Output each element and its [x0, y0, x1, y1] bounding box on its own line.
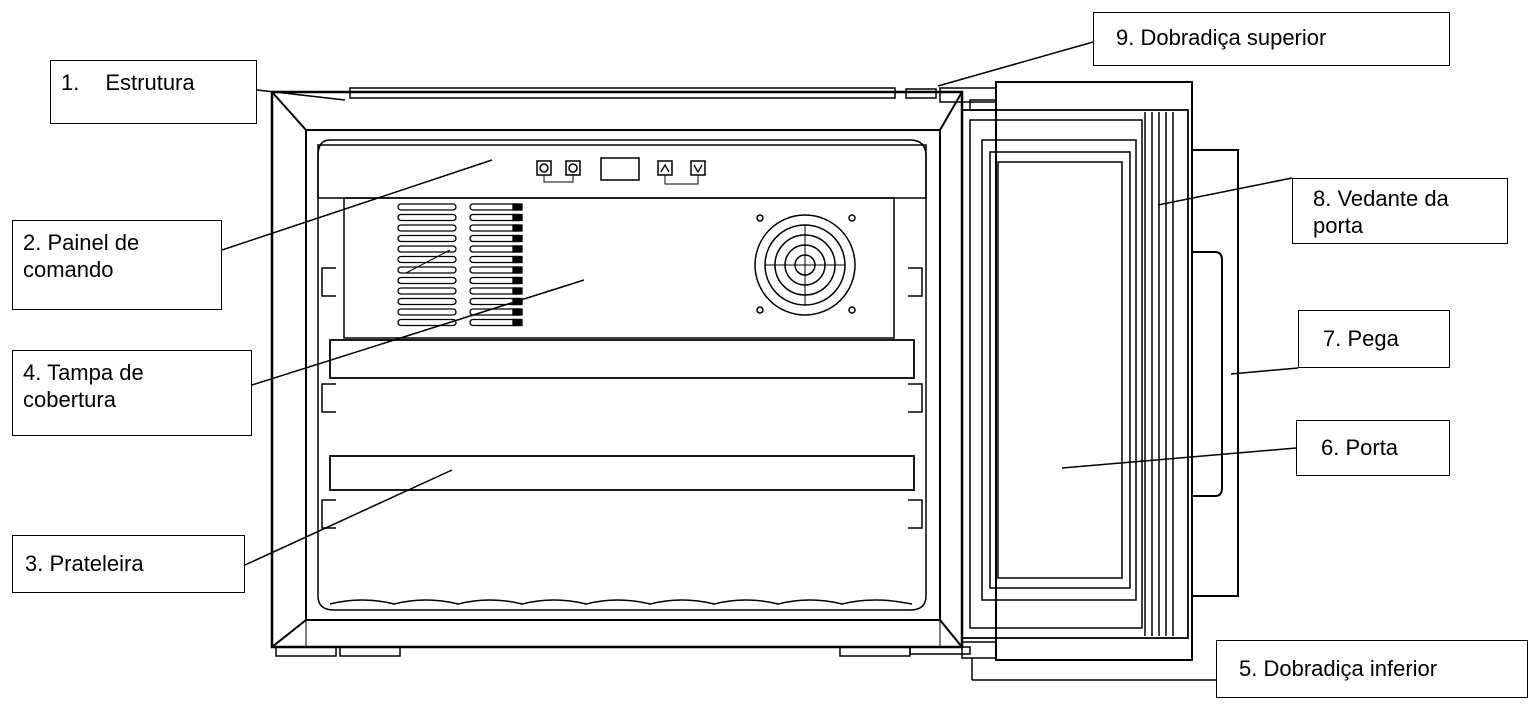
label-dobradica-inferior: 5. Dobradiça inferior [1216, 640, 1528, 698]
label-dobradica-superior-text: 9. Dobradiça superior [1116, 25, 1327, 50]
label-vedante-line1: 8. Vedante da [1313, 186, 1449, 211]
label-estrutura: 1. Estrutura [50, 60, 257, 124]
label-dobradica-superior: 9. Dobradiça superior [1093, 12, 1450, 66]
bottom-bottle-rack [329, 599, 913, 605]
vent-slot-end [512, 203, 523, 211]
label-prateleira: 3. Prateleira [12, 535, 245, 593]
vent-slot-end [512, 266, 523, 274]
cover-plate [343, 197, 895, 339]
label-dobradica-inferior-text: 5. Dobradiça inferior [1239, 656, 1438, 681]
vent-slot [397, 318, 457, 327]
label-painel-line1: 2. Painel de [23, 230, 140, 255]
label-tampa-line1: 4. Tampa de [23, 360, 144, 385]
vent-slot-end [512, 224, 523, 232]
vent-slot [397, 276, 457, 285]
label-estrutura-text: Estrutura [105, 70, 195, 95]
vent-slot [397, 213, 457, 222]
vent-slot [397, 266, 457, 274]
vent-slot [397, 308, 457, 316]
shelves [329, 339, 915, 491]
label-prateleira-text: 3. Prateleira [25, 551, 144, 576]
label-porta-text: 6. Porta [1321, 435, 1399, 460]
label-pega-text: 7. Pega [1323, 326, 1399, 351]
vent-slot-end [512, 234, 523, 243]
label-vedante-da-porta: 8. Vedante da porta [1292, 178, 1508, 244]
vent-slot [397, 234, 457, 243]
label-painel-line2: comando [23, 257, 114, 282]
label-pega: 7. Pega [1298, 310, 1450, 368]
fan-grille [754, 214, 856, 316]
vent-slot [397, 224, 457, 232]
label-porta: 6. Porta [1296, 420, 1450, 476]
vent-slot-end [512, 287, 523, 295]
vent-slot [397, 287, 457, 295]
label-painel-de-comando: 2. Painel de comando [12, 220, 222, 310]
vent-slot-end [512, 276, 523, 285]
side-rails [321, 267, 923, 529]
vent-slot [397, 297, 457, 306]
vent-slot-end [512, 308, 523, 316]
label-estrutura-number: 1. [61, 70, 80, 95]
label-vedante-line2: porta [1313, 213, 1364, 238]
cabinet-frame [270, 90, 971, 657]
vent-slot [397, 245, 457, 253]
vent-slot [397, 203, 457, 211]
door-handle [1191, 149, 1239, 597]
vent-slot-end [512, 245, 523, 253]
label-tampa-line2: cobertura [23, 387, 116, 412]
vent-slot-end [512, 213, 523, 222]
leader-lines [221, 41, 1299, 566]
control-panel [317, 144, 927, 199]
label-tampa-de-cobertura: 4. Tampa de cobertura [12, 350, 252, 436]
vent-slot-end [512, 255, 523, 264]
door-seal [1144, 112, 1174, 636]
vent-slot-end [512, 318, 523, 327]
door [961, 81, 1193, 661]
